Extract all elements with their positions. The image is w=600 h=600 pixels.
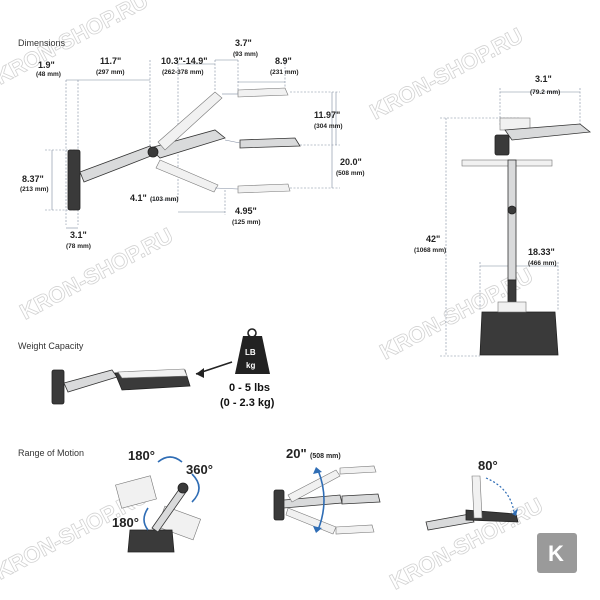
dim-label-sub: (103 mm) xyxy=(150,196,179,203)
dim-label-sub: (48 mm) xyxy=(36,71,61,78)
dim-label-sub: (304 mm) xyxy=(314,123,343,130)
tray-ghost-vertical xyxy=(471,475,483,519)
dim-label-sub: (78 mm) xyxy=(66,243,91,250)
dim-label-sub: (297 mm) xyxy=(96,69,125,76)
watermark-logo: K xyxy=(537,533,577,573)
rotation-arc xyxy=(143,507,149,531)
top-shelf xyxy=(461,159,553,167)
pivot-joint xyxy=(177,482,189,494)
height-arc xyxy=(317,469,325,531)
arrow-head xyxy=(512,508,518,516)
dim-label-main: 3.7" xyxy=(235,38,252,48)
keyboard-tray xyxy=(127,529,175,553)
dim-label-sub: (262-378 mm) xyxy=(162,69,204,76)
height-label-main: 20" xyxy=(286,446,307,461)
dim-label-sub: (93 mm) xyxy=(233,51,258,58)
mount-bracket xyxy=(494,134,510,156)
angle-label: 360° xyxy=(186,462,213,477)
dim-label-main: 4.1" xyxy=(130,193,147,203)
angle-label: 180° xyxy=(112,515,139,530)
weight-badge-line1: LB xyxy=(245,348,256,357)
dim-label-main: 10.3"-14.9" xyxy=(161,56,208,66)
keyboard-tray-front xyxy=(479,311,559,356)
pole-joint-lower xyxy=(507,279,517,303)
dim-label-sub: (231 mm) xyxy=(270,69,299,76)
weight-badge-line2: kg xyxy=(246,361,255,370)
range-motion-rotate: 80° xyxy=(425,458,519,531)
section-title-weight-capacity: Weight Capacity xyxy=(18,341,84,351)
dim-label-sub: (125 mm) xyxy=(232,219,261,226)
rotation-arc xyxy=(157,456,183,463)
dim-label-main: 3.1" xyxy=(70,230,87,240)
dim-label-sub: (466 mm) xyxy=(528,260,557,267)
arm xyxy=(63,369,118,393)
section-title-dimensions: Dimensions xyxy=(18,38,66,48)
wall-plate xyxy=(51,369,65,405)
top-arm xyxy=(504,123,592,141)
rotation-arc xyxy=(191,473,200,503)
wall-plate xyxy=(273,489,285,521)
watermark-6: KRON-SHOP.RU xyxy=(386,493,547,595)
dim-label-main: 11.97" xyxy=(314,110,340,120)
dim-label-main: 3.1" xyxy=(535,74,552,84)
arm xyxy=(425,513,475,531)
weight-icon xyxy=(235,336,270,374)
keyboard-tray-top xyxy=(117,368,188,379)
range-motion-height: 20" (508 mm) xyxy=(273,446,381,535)
ghost-arm-down xyxy=(155,159,219,193)
rotation-arc xyxy=(485,477,515,513)
logo-badge xyxy=(537,533,577,573)
arrow-head xyxy=(313,526,322,533)
keyboard-tray-bottom xyxy=(237,183,291,194)
tray-down xyxy=(335,524,375,535)
side-view-diagram: 1.9" (48 mm) 11.7" (297 mm) 10.3"-14.9" … xyxy=(20,38,365,250)
tray-bracket xyxy=(224,139,241,144)
watermark-3: KRON-SHOP.RU xyxy=(16,223,177,325)
tray-ghost xyxy=(115,475,157,509)
height-label-sub: (508 mm) xyxy=(310,453,341,460)
dim-label-main: 20.0" xyxy=(340,157,362,167)
ghost-arm-up xyxy=(157,91,223,151)
arrow-head xyxy=(313,467,322,474)
keyboard-tray-mid xyxy=(239,137,301,149)
dim-label-main: 8.37" xyxy=(22,174,44,184)
watermark-2: KRON-SHOP.RU xyxy=(366,23,527,125)
dim-label-sub: (508 mm) xyxy=(336,170,365,177)
weight-icon-handle xyxy=(247,328,257,338)
pole-joint xyxy=(507,205,517,215)
tray-mid xyxy=(341,493,381,505)
tray-up xyxy=(339,465,377,475)
weight-capacity-diagram: LB kg 0 - 5 lbs (0 - 2.3 kg) xyxy=(51,328,275,409)
logo-letter: K xyxy=(548,541,564,566)
tray-bracket xyxy=(214,187,239,190)
weight-arrow-head xyxy=(196,368,204,378)
lower-arm xyxy=(79,145,157,183)
section-title-range-of-motion: Range of Motion xyxy=(18,448,84,458)
dim-label-main: 1.9" xyxy=(38,60,55,70)
dim-label-main: 18.33" xyxy=(528,247,555,257)
dim-label-sub: (79.2 mm) xyxy=(530,89,560,96)
range-motion-tilt: 180° 360° 180° xyxy=(112,448,213,553)
dim-label-main: 11.7" xyxy=(100,56,121,66)
vertical-pole xyxy=(507,159,517,281)
arm-down xyxy=(285,507,337,535)
dim-label-sub: (213 mm) xyxy=(20,186,49,193)
arm-up xyxy=(287,469,341,503)
elbow-joint xyxy=(147,146,159,158)
weight-capacity-kg: (0 - 2.3 kg) xyxy=(220,397,275,409)
angle-label: 180° xyxy=(128,448,155,463)
tray-mount xyxy=(497,301,527,313)
dim-label-main: 4.95" xyxy=(235,206,257,216)
front-view-diagram: 3.1" (79.2 mm) 42" (1068 mm) 18.33" (466… xyxy=(414,74,592,357)
dim-label-main: 8.9" xyxy=(275,56,292,66)
dim-label-sub: (1068 mm) xyxy=(414,247,446,254)
weight-capacity-lbs: 0 - 5 lbs xyxy=(229,382,270,394)
angle-label: 80° xyxy=(478,458,498,473)
dim-label-main: 42" xyxy=(426,234,440,244)
keyboard-tray-top xyxy=(237,87,289,98)
wall-plate xyxy=(67,149,81,211)
